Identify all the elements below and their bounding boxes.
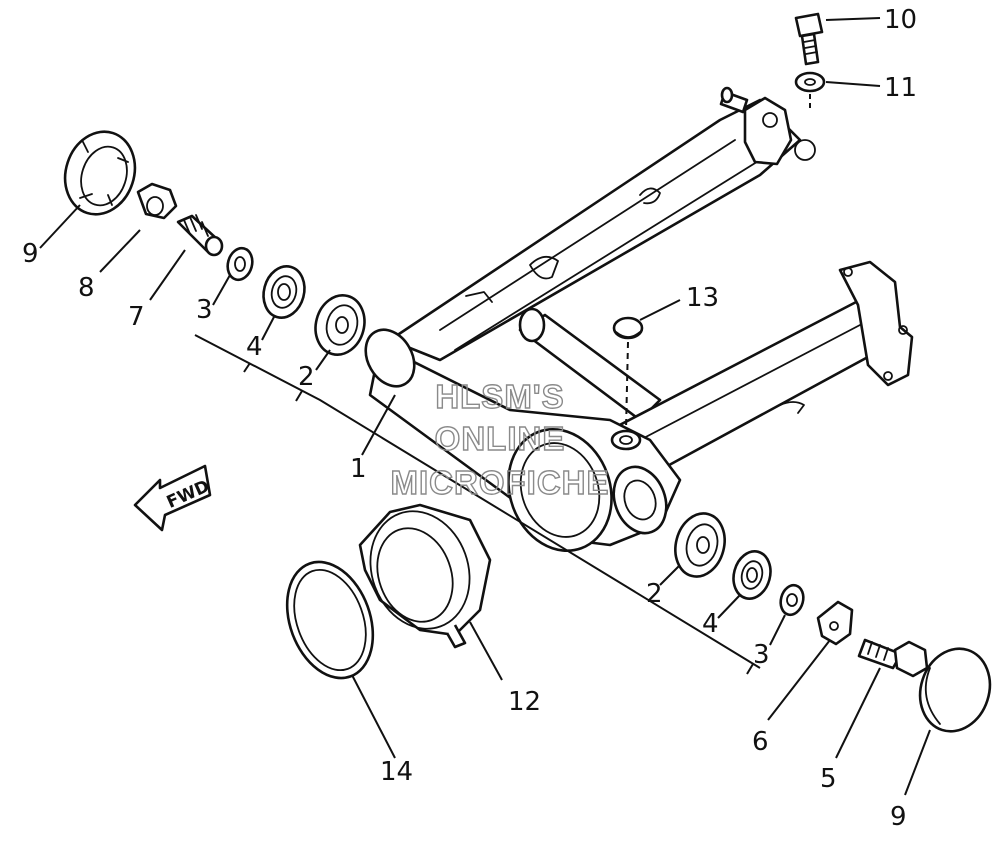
callout-11: 11 [884,73,917,103]
bearing-4-left [262,265,306,319]
callout-1: 1 [350,454,367,484]
watermark: HLSM'S ONLINE MICROFICHE [390,377,610,501]
guard-12 [358,503,492,649]
group-bracket-line [194,334,761,669]
swing-arm [364,86,914,553]
watermark-line-1: HLSM'S [435,378,564,415]
plug-13 [612,316,644,340]
callout-8: 8 [78,273,95,303]
callout-9-left: 9 [22,239,39,269]
adjusting-bolt [176,214,224,257]
callout-4-left: 4 [246,332,263,362]
bearing-4-right [732,550,772,600]
leader-lines [39,17,931,796]
nut [136,182,178,220]
callout-12: 12 [508,687,541,717]
collar-right [779,583,805,617]
callout-3-left: 3 [196,295,213,325]
callout-5: 5 [820,764,837,794]
callout-14: 14 [380,757,413,787]
watermark-line-2: ONLINE [435,420,566,457]
callout-2-right: 2 [646,579,663,609]
ring-14 [285,560,375,680]
bearing-2-left [314,294,366,356]
callout-13: 13 [686,283,719,313]
plug-guide-line [625,341,629,431]
callout-6: 6 [752,727,769,757]
forward-arrow: FWD [133,464,213,532]
callout-4-right: 4 [702,609,719,639]
callout-2-left: 2 [298,362,315,392]
callout-10: 10 [884,5,917,35]
callout-3-right: 3 [753,640,770,670]
dust-cover-left [63,130,137,216]
watermark-line-3: MICROFICHE [391,464,610,501]
plate-6 [816,600,854,646]
washer-11 [794,71,826,93]
callout-labels: 1 2 2 3 3 4 4 5 6 7 8 9 9 10 11 12 13 14 [22,5,917,832]
bolt-5 [857,638,929,678]
bolt-10 [794,12,824,66]
collar-left [226,246,254,282]
callout-9-right: 9 [890,802,907,832]
callout-7: 7 [128,302,145,332]
bearing-2-right [674,512,726,578]
dust-cover-right [918,647,992,733]
